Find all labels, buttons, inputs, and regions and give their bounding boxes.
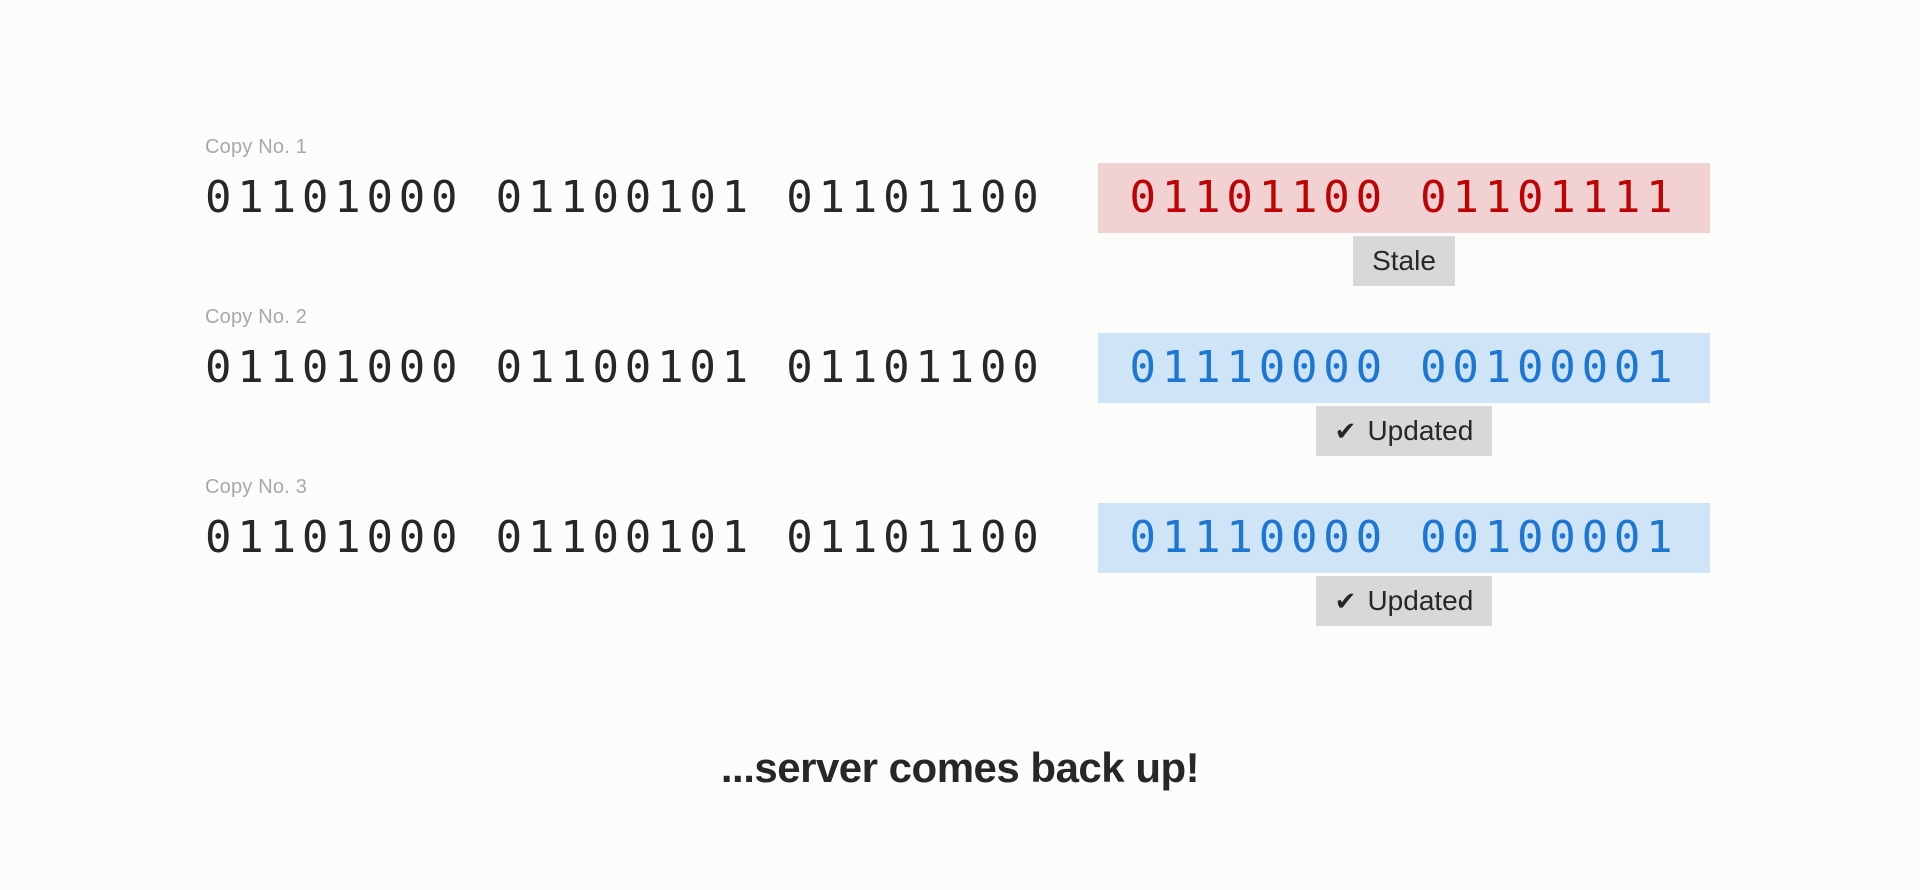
- stale-badge: Stale: [1353, 236, 1455, 286]
- caption: ...server comes back up!: [720, 744, 1200, 791]
- badge-rail-3: ✔ Updated: [1098, 576, 1710, 626]
- check-icon: ✔: [1334, 416, 1357, 446]
- badge-rail-1: Stale: [1098, 236, 1710, 286]
- copy-label-3: Copy No. 3: [205, 476, 308, 498]
- binary-line-3: 01101000 01100101 01101100: [205, 503, 1045, 573]
- shared-bytes-3: 01101000 01100101 01101100: [205, 512, 1045, 563]
- shared-bytes-2: 01101000 01100101 01101100: [205, 342, 1045, 393]
- binary-line-1: 01101000 01100101 01101100: [205, 163, 1045, 233]
- updated-bytes-3: 01110000 00100001: [1129, 512, 1679, 563]
- stale-badge-label: Stale: [1372, 245, 1436, 276]
- stale-bytes: 01101100 01101111: [1129, 172, 1679, 223]
- updated-badge-label-2: Updated: [1367, 415, 1474, 446]
- stale-highlight-block: 01101100 01101111: [1098, 163, 1710, 233]
- updated-badge-label-3: Updated: [1367, 585, 1474, 616]
- copy-label-1: Copy No. 1: [205, 136, 308, 158]
- updated-highlight-block-2: 01110000 00100001: [1098, 333, 1710, 403]
- binary-line-2: 01101000 01100101 01101100: [205, 333, 1045, 403]
- shared-bytes-1: 01101000 01100101 01101100: [205, 172, 1045, 223]
- check-icon: ✔: [1334, 586, 1357, 616]
- updated-highlight-block-3: 01110000 00100001: [1098, 503, 1710, 573]
- updated-badge-3: ✔ Updated: [1315, 576, 1493, 626]
- updated-badge-2: ✔ Updated: [1315, 406, 1493, 456]
- copy-label-2: Copy No. 2: [205, 306, 308, 328]
- updated-bytes-2: 01110000 00100001: [1129, 342, 1679, 393]
- badge-rail-2: ✔ Updated: [1098, 406, 1710, 456]
